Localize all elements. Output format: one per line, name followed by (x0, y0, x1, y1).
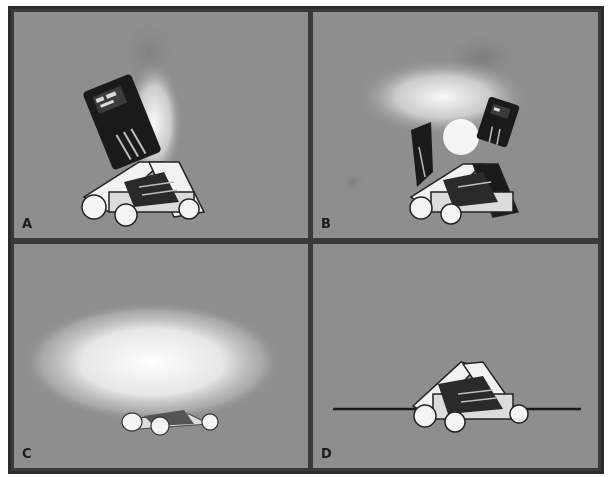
panel-label-c: C (22, 447, 32, 462)
panel-d-illustration (313, 244, 598, 468)
log-pile (82, 162, 204, 226)
panel-a-illustration (14, 12, 308, 238)
device-fragment-left (411, 122, 433, 187)
panel-c: C (14, 244, 308, 468)
panel-grid: A (8, 6, 604, 474)
panel-label-d: D (321, 447, 332, 462)
panel-label-a: A (22, 217, 32, 232)
panel-b: B (313, 12, 598, 238)
panel-c-illustration (14, 244, 308, 468)
panel-label-b: B (321, 217, 331, 232)
extinguishing-cloud (22, 302, 282, 422)
log-pile (413, 362, 528, 432)
panel-d: D (313, 244, 598, 468)
burst-center (443, 119, 479, 155)
panel-a: A (14, 12, 308, 238)
smoke-puff (341, 172, 365, 192)
panel-b-illustration (313, 12, 598, 238)
